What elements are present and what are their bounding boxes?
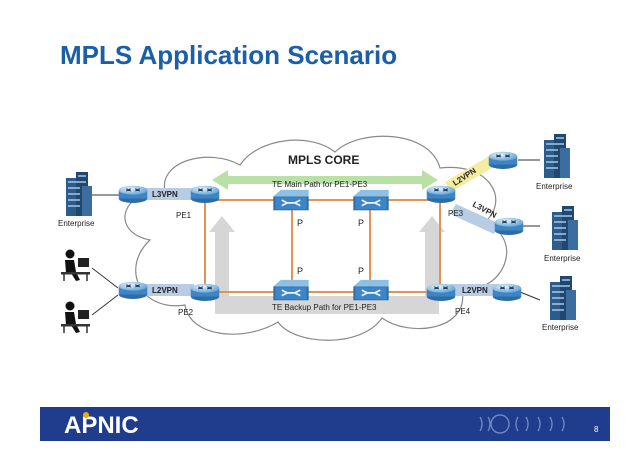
ce-router-right-middle	[494, 217, 524, 236]
te-main-arrow	[212, 170, 438, 190]
pe2-router	[190, 283, 220, 302]
p-router-top-right	[352, 189, 390, 212]
logo-accent-dot	[83, 412, 89, 418]
enterprise-building-right-2-icon	[551, 206, 578, 250]
p-bottom-left-label: P	[297, 266, 303, 276]
mpls-core-label: MPLS CORE	[288, 153, 359, 167]
te-backup-path-label: TE Backup Path for PE1-PE3	[272, 303, 377, 312]
p-top-left-label: P	[297, 218, 303, 228]
pe4-router	[426, 283, 456, 302]
user-workstation-bottom-icon	[60, 300, 91, 334]
ce-router-left-top	[118, 185, 148, 204]
user-workstation-top-icon	[60, 248, 91, 282]
p-router-bottom-right	[352, 279, 390, 302]
p-router-bottom-left	[272, 279, 310, 302]
mpls-network-diagram: MPLS CORE TE Main Path for PE1-PE3 TE Ba…	[58, 134, 581, 341]
l2vpn-left-label: L2VPN	[152, 286, 178, 295]
ce-router-right-bottom	[492, 283, 522, 302]
pe1-router	[190, 185, 220, 204]
l3vpn-left-pipe	[142, 188, 194, 200]
enterprise-left-label: Enterprise	[58, 219, 95, 228]
te-main-path-label: TE Main Path for PE1-PE3	[272, 180, 368, 189]
slide-title: MPLS Application Scenario	[60, 40, 398, 70]
enterprise-right-1-label: Enterprise	[536, 182, 573, 191]
enterprise-building-right-3-icon	[549, 276, 576, 320]
l2vpn-top-right-pipe	[445, 152, 502, 192]
pe3-router	[426, 185, 456, 204]
core-links	[204, 199, 441, 293]
footer-bar: APNIC 8	[40, 407, 610, 441]
decorative-pattern-icon	[479, 414, 565, 434]
access-links	[91, 159, 541, 316]
enterprise-right-2-label: Enterprise	[544, 254, 581, 263]
l2vpn-bottom-right-pipe	[450, 284, 502, 296]
p-bottom-right-label: P	[358, 266, 364, 276]
pe3-label: PE3	[448, 209, 464, 218]
l2vpn-bottom-right-label: L2VPN	[462, 286, 488, 295]
pe4-label: PE4	[455, 307, 471, 316]
p-top-right-label: P	[358, 218, 364, 228]
apnic-logo: APNIC	[64, 412, 139, 439]
ce-router-right-top	[488, 151, 518, 170]
ce-router-left-bottom	[118, 281, 148, 300]
enterprise-building-right-1-icon	[543, 134, 570, 178]
l2vpn-left-pipe	[142, 284, 194, 296]
enterprise-right-3-label: Enterprise	[542, 323, 579, 332]
pe1-label: PE1	[176, 211, 192, 220]
enterprise-building-left-icon	[65, 172, 92, 216]
p-router-top-left	[272, 189, 310, 212]
te-backup-band	[215, 296, 439, 314]
l3vpn-left-label: L3VPN	[152, 190, 178, 199]
page-number: 8	[594, 425, 599, 434]
pe2-label: PE2	[178, 308, 194, 317]
l3vpn-right-pipe	[450, 204, 500, 234]
